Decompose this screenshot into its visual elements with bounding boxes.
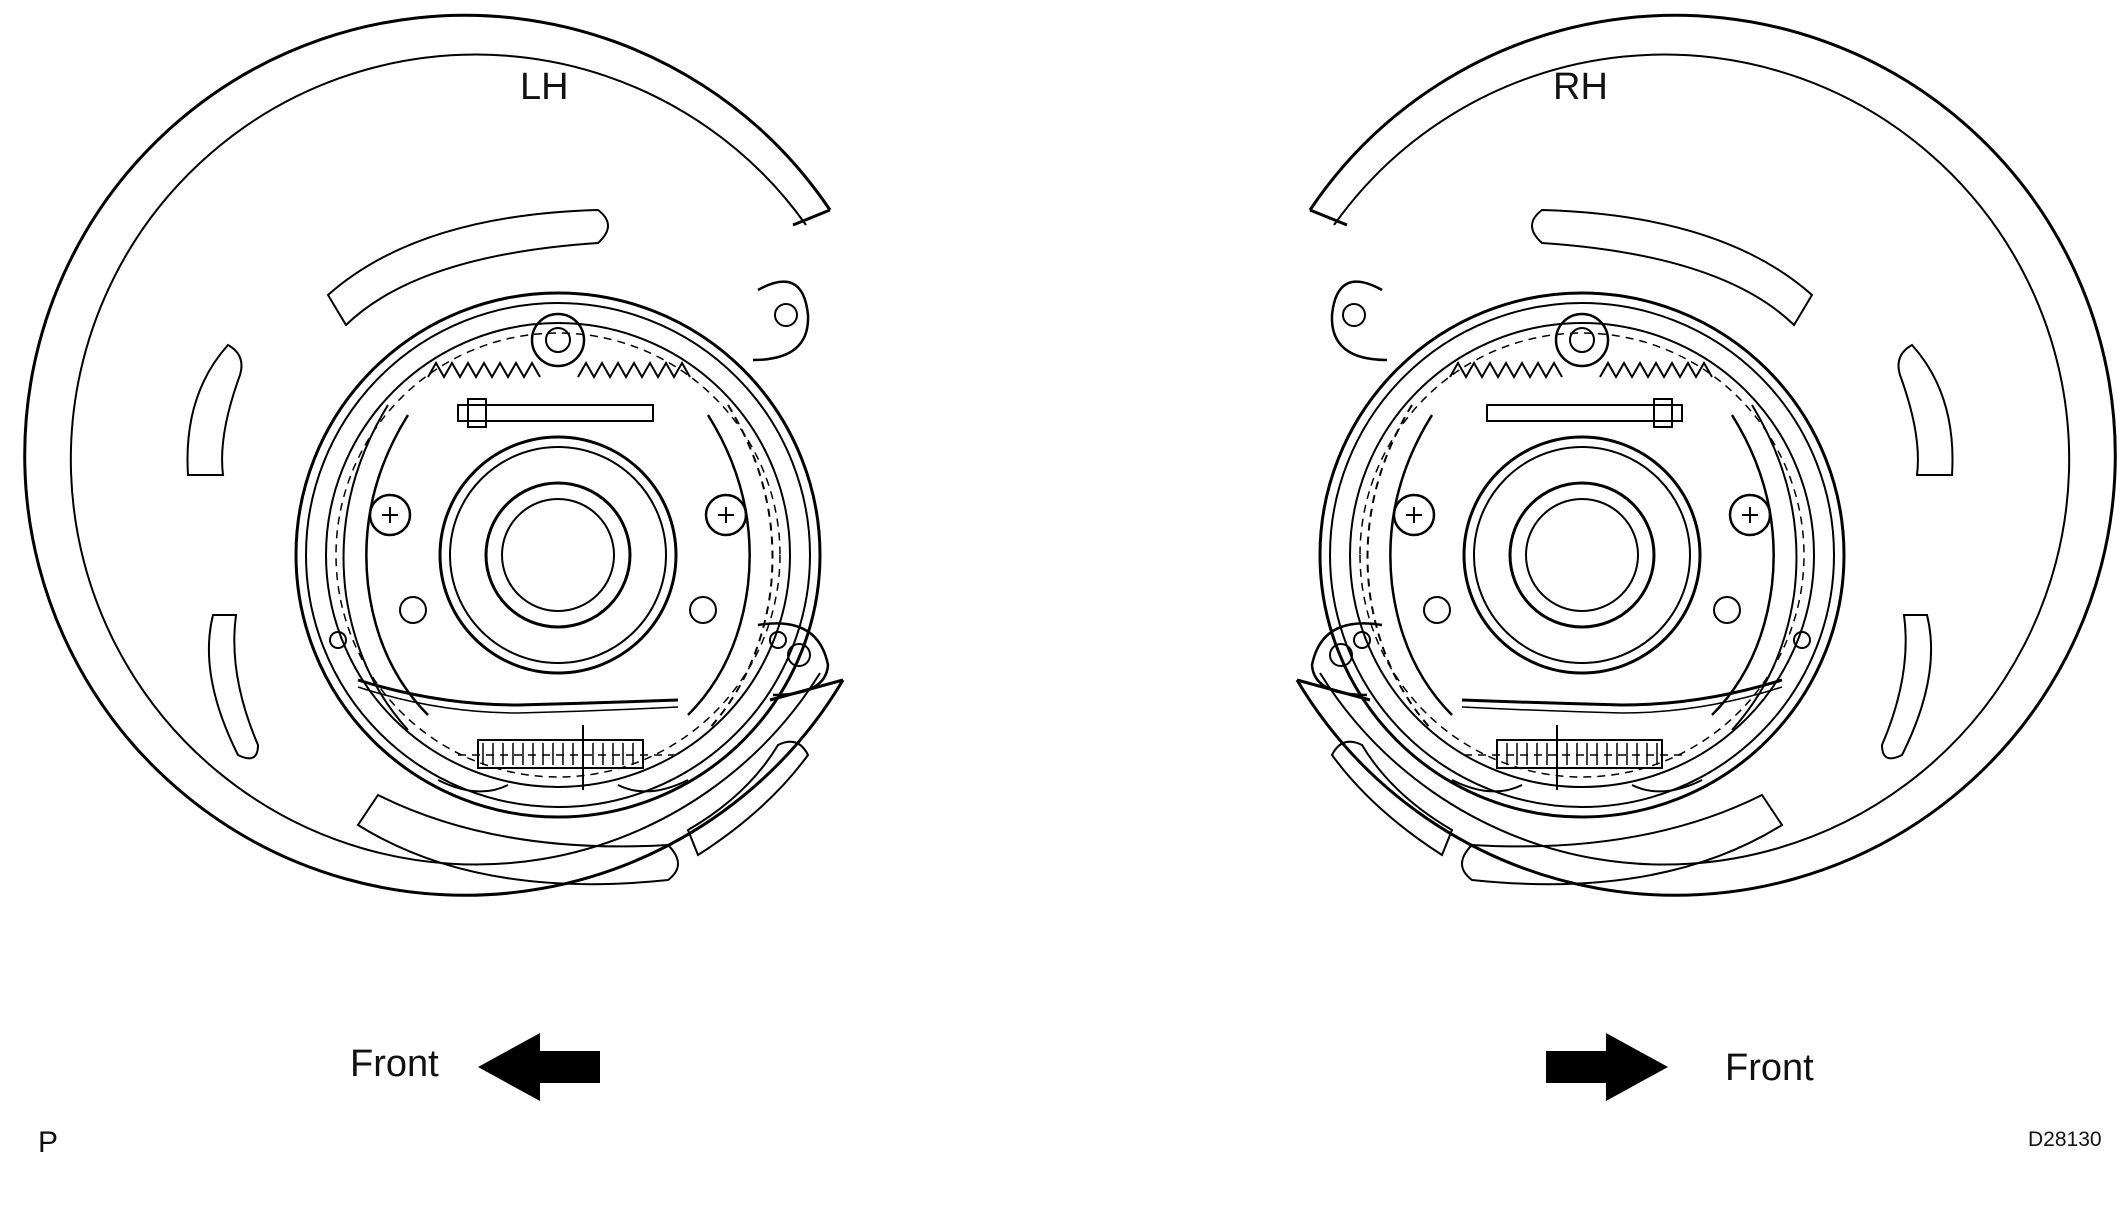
- lh-brake-assembly: [23, 13, 845, 897]
- front-label-left: Front: [350, 1043, 439, 1085]
- arrow-right-icon: [1546, 1033, 1668, 1101]
- page-letter: P: [38, 1126, 59, 1159]
- rh-brake-assembly: [1295, 13, 2117, 897]
- front-label-right: Front: [1725, 1047, 1814, 1089]
- figure-code: D28130: [2028, 1128, 2102, 1151]
- rh-label: RH: [1553, 66, 1608, 108]
- arrow-left-icon: [478, 1033, 600, 1101]
- lh-label: LH: [520, 66, 569, 108]
